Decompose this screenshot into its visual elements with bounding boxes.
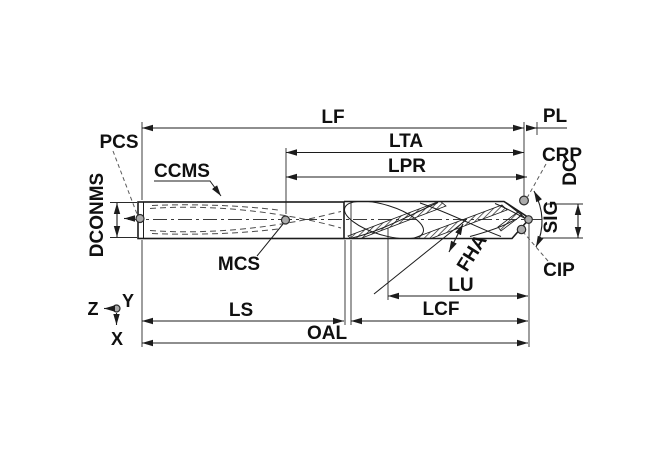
cip-point-marker: [516, 224, 527, 235]
coolant-channels-hidden-lines: [149, 204, 342, 235]
dim-label-lta: LTA: [389, 131, 423, 152]
flute-section: [344, 200, 532, 240]
dim-label-dc: DC: [560, 158, 581, 186]
coordinate-triad: Z Y X: [88, 291, 135, 349]
leader-lines: [112, 150, 549, 262]
pcs-point-marker: [135, 213, 145, 224]
crp-point-marker: [518, 195, 529, 206]
flute-margin-hatch: [347, 201, 447, 239]
leader-pcs: [112, 150, 138, 215]
dim-label-dconms: DCONMS: [87, 173, 108, 257]
dim-label-pcs: PCS: [99, 132, 138, 153]
cutting-edge: [503, 201, 525, 218]
leader-crp: [526, 163, 547, 199]
dim-label-ls: LS: [229, 300, 253, 321]
dim-label-lu: LU: [448, 275, 473, 296]
mcs-point-marker: [280, 215, 291, 225]
dim-label-pl: PL: [543, 106, 568, 127]
tip-point-marker: [524, 215, 533, 224]
dimension-lines: [113, 124, 582, 347]
leader-mcs: [256, 223, 284, 257]
flute-runout-curve: [344, 201, 424, 239]
dim-label-fha: FHA: [453, 231, 492, 275]
dim-label-cip: CIP: [543, 260, 575, 281]
dim-label-lpr: LPR: [388, 156, 426, 177]
axis-label-y: Y: [122, 291, 134, 311]
dim-label-oal: OAL: [307, 323, 348, 344]
point-angle-arc-sig: [533, 190, 544, 248]
dim-label-mcs: MCS: [218, 254, 260, 275]
axis-label-z: Z: [88, 299, 99, 319]
extension-lines: [110, 122, 583, 347]
triad-origin: [112, 304, 121, 313]
shank-outline: [137, 201, 345, 240]
dim-label-lf: LF: [321, 107, 344, 128]
axis-label-x: X: [111, 329, 123, 349]
dim-label-lcf: LCF: [423, 299, 460, 320]
helix-angle-arrow-fha: [448, 223, 464, 253]
dim-label-ccms: CCMS: [154, 161, 210, 182]
dimension-labels: LF PL LTA LPR CRP DC SIG CIP PCS CCMS DC…: [87, 106, 582, 344]
dim-label-sig: SIG: [541, 201, 562, 234]
leader-cip: [523, 232, 549, 262]
leader-ccms: [154, 180, 222, 197]
dim-label-crp: CRP: [542, 145, 582, 166]
